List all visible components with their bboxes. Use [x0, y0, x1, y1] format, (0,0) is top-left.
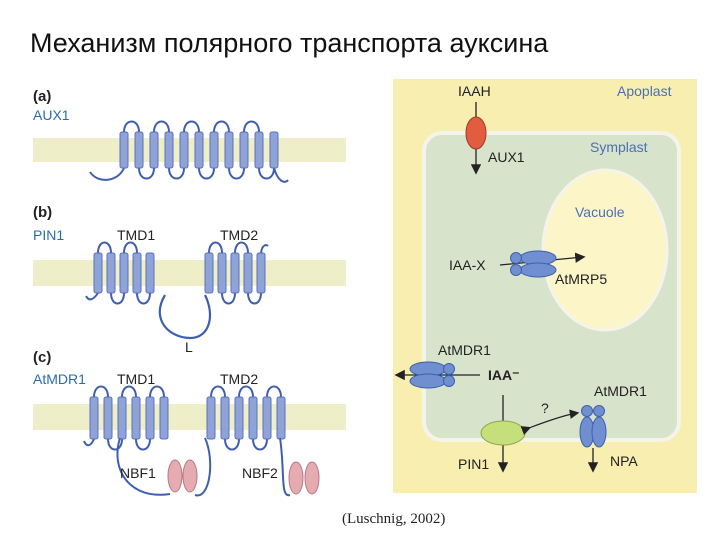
transmembrane-helix: [209, 131, 219, 169]
panel-c-tmd2-label: TMD2: [220, 371, 258, 387]
panel-a-tag: (a): [33, 88, 51, 105]
transmembrane-helix: [106, 252, 116, 294]
helix-connecting-loops: [210, 385, 282, 451]
transmembrane-helix: [145, 396, 155, 440]
nbf1-linker-2: [194, 437, 212, 497]
panel-c-nbf2-label: NBF2: [242, 465, 278, 481]
vacuole-label: Vacuole: [575, 204, 625, 220]
transmembrane-helix: [134, 131, 144, 169]
panel-b-tag: (b): [33, 204, 52, 221]
npa-label: NPA: [610, 453, 638, 469]
nbf1-domain-a: [167, 459, 183, 493]
pin1-carrier: [480, 420, 526, 446]
apoplast-label: Apoplast: [617, 83, 672, 99]
atmdr1-efflux-transporter: [409, 361, 455, 389]
transmembrane-helix: [103, 396, 113, 440]
iaax-label: IAA-X: [449, 257, 486, 273]
helix-connecting-loops: [85, 241, 151, 305]
transmembrane-helix: [179, 131, 189, 169]
panel-c: (c) AtMDR1 TMD1 TMD2 NBF1 NBF2: [33, 349, 346, 497]
panel-b-tmd2-label: TMD2: [220, 227, 258, 243]
pin1-hydrophilic-loop: [158, 294, 212, 340]
pin1-transmembrane-helices: [85, 241, 269, 305]
interaction-arrow: [520, 409, 580, 436]
panel-c-tag: (c): [33, 349, 51, 366]
symplast-label: Symplast: [590, 139, 648, 155]
nbf2-domain-a: [288, 461, 304, 495]
aux1-transmembrane-helices: [89, 120, 289, 183]
transmembrane-helix: [234, 396, 244, 440]
transmembrane-helix: [230, 252, 240, 294]
transmembrane-helix: [262, 396, 272, 440]
transmembrane-helix: [217, 252, 227, 294]
transmembrane-helix: [149, 131, 159, 169]
transmembrane-helix: [256, 252, 266, 294]
panel-b-protein-label: PIN1: [33, 227, 64, 243]
page-title: Механизм полярного транспорта ауксина: [30, 28, 549, 58]
pin1-label: PIN1: [458, 456, 489, 472]
nbf2-domain-b: [304, 461, 320, 495]
membrane-a: [33, 138, 346, 162]
cell-diagram: Apoplast Symplast Vacuole IAAH AUX1 IAA-…: [393, 79, 697, 493]
transmembrane-helix: [220, 396, 230, 440]
panel-a: (a) AUX1: [33, 88, 346, 183]
transmembrane-helix: [131, 396, 141, 440]
helix-connecting-loops: [89, 120, 289, 183]
nbf1-linker: [116, 437, 171, 496]
transmembrane-helix: [164, 131, 174, 169]
transmembrane-helix: [119, 252, 129, 294]
transmembrane-helix: [145, 252, 155, 294]
transmembrane-helix: [132, 252, 142, 294]
transmembrane-helix: [89, 396, 99, 440]
atmdr1-transmembrane-helices: [83, 385, 286, 451]
transmembrane-helix: [269, 131, 279, 169]
panel-b-loop-label: L: [185, 339, 193, 355]
panel-c-nbf1-label: NBF1: [120, 465, 156, 481]
atmdr1-right-label: AtMDR1: [594, 383, 647, 399]
citation: (Luschnig, 2002): [342, 511, 445, 527]
helix-connecting-loops: [83, 385, 165, 451]
transmembrane-helix: [159, 396, 169, 440]
atmdr1-npa-transporter: [579, 405, 607, 448]
aux1-label: AUX1: [488, 149, 525, 165]
atmdr1-top-label: AtMDR1: [438, 342, 491, 358]
transmembrane-helix: [119, 131, 129, 169]
transmembrane-helix: [204, 252, 214, 294]
transmembrane-helix: [93, 252, 103, 294]
panel-b: (b) PIN1 TMD1 TMD2 L: [33, 204, 346, 355]
iaa-anion-label: IAA⁻: [488, 367, 520, 383]
panel-a-protein-label: AUX1: [33, 107, 70, 123]
atmrp5-label: AtMRP5: [555, 271, 607, 287]
panel-c-tmd1-label: TMD1: [117, 371, 155, 387]
transmembrane-helix: [239, 131, 249, 169]
transmembrane-helix: [254, 131, 264, 169]
atmrp5-transporter: [510, 250, 557, 278]
nbf1-domain-b: [182, 459, 198, 493]
membrane-b: [33, 260, 346, 286]
interaction-question-label: ?: [541, 400, 549, 416]
vacuole: [541, 168, 669, 332]
aux1-carrier: [465, 116, 487, 150]
nbf2-linker: [279, 437, 291, 497]
transmembrane-helix: [194, 131, 204, 169]
transmembrane-helix: [248, 396, 258, 440]
iaah-label: IAAH: [458, 83, 491, 99]
helix-connecting-loops: [208, 241, 269, 305]
membrane-c: [33, 404, 346, 430]
panel-c-protein-label: AtMDR1: [33, 371, 86, 387]
transmembrane-helix: [243, 252, 253, 294]
transmembrane-helix: [276, 396, 286, 440]
transmembrane-helix: [117, 396, 127, 440]
transmembrane-helix: [206, 396, 216, 440]
transmembrane-helix: [224, 131, 234, 169]
panel-b-tmd1-label: TMD1: [117, 227, 155, 243]
